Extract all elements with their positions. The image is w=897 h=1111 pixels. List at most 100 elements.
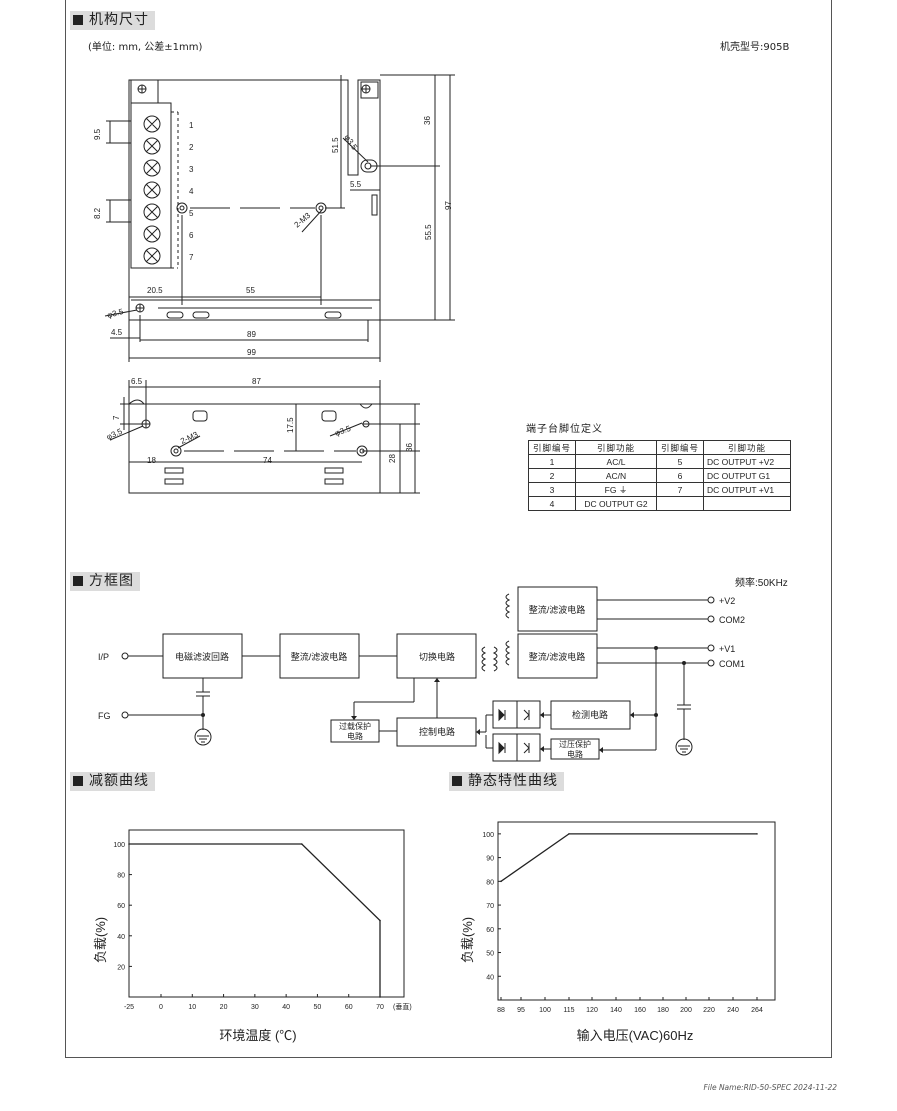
table-cell: DC OUTPUT G1: [703, 468, 791, 483]
data-point: [128, 843, 130, 845]
y-tick-label: 60: [117, 903, 125, 910]
pin-number: 4: [189, 187, 194, 196]
pin-number: 3: [189, 165, 194, 174]
plot-frame: [128, 829, 405, 998]
table-cell: DC OUTPUT +V1: [703, 482, 791, 497]
x-axis-title: 输入电压(VAC)60Hz: [577, 1028, 694, 1043]
table-cell: 5: [656, 454, 704, 469]
plot-frame: [497, 821, 776, 1001]
data-point: [379, 996, 381, 998]
data-line: [500, 833, 757, 882]
x-tick-label: 40: [282, 1004, 290, 1011]
section-title-static: 静态特性曲线: [449, 772, 564, 791]
section-title-derating: 减额曲线: [70, 772, 155, 791]
y-tick-label: 90: [486, 856, 494, 863]
dim-label: 36: [405, 443, 414, 452]
dim-label: 6.5: [131, 377, 143, 386]
dim-label: 5.5: [350, 180, 362, 189]
dim-label: 97: [444, 201, 453, 210]
x-tick-label: 10: [188, 1004, 196, 1011]
data-point: [756, 833, 758, 835]
data-point: [500, 880, 502, 883]
x-tick-label: 264: [751, 1007, 763, 1014]
table-cell: 1: [528, 454, 576, 469]
x-tick-label: 0: [159, 1004, 163, 1011]
dim-label: 9.5: [93, 128, 102, 140]
y-axis-title: 负载(%): [460, 917, 475, 963]
table-header: 引脚功能: [575, 440, 657, 455]
data-line: [129, 843, 381, 997]
detect-block-label: 检测电路: [572, 709, 608, 720]
fg-label: FG: [98, 711, 111, 721]
y-tick-label: 70: [486, 903, 494, 910]
x-tick-label: 160: [634, 1007, 646, 1014]
x-tick-label: 140: [610, 1007, 622, 1014]
pin-number: 7: [189, 253, 194, 262]
pin-table-caption: 端子台脚位定义: [526, 424, 603, 435]
section-title-block-diagram: 方框图: [70, 572, 140, 591]
rect-block-label: 整流/滤波电路: [529, 651, 586, 662]
x-tick-label: 30: [251, 1004, 259, 1011]
page-frame: [65, 0, 832, 1058]
table-cell: DC OUTPUT G2: [575, 496, 657, 511]
data-point: [300, 843, 303, 845]
output-label: COM2: [719, 615, 745, 625]
x-tick-label: 220: [703, 1007, 715, 1014]
dim-label: 2-M3: [179, 430, 200, 446]
dim-label: 87: [252, 377, 261, 386]
table-header-row: 引脚编号 引脚功能 引脚编号 引脚功能: [528, 440, 791, 455]
data-point: [379, 919, 381, 922]
table-cell: [656, 496, 704, 511]
y-tick-label: 80: [486, 879, 494, 886]
table-row: 4 DC OUTPUT G2: [528, 496, 791, 511]
ocp-block-label: 过载保护: [339, 721, 371, 731]
x-tick-label: 200: [680, 1007, 692, 1014]
dim-label: 55: [246, 286, 255, 295]
rect-block-label: 整流/滤波电路: [291, 651, 348, 662]
x-tick-label: 240: [727, 1007, 739, 1014]
y-tick-label: 50: [486, 951, 494, 958]
x-unit-note: (垂直): [393, 1002, 412, 1011]
y-tick-label: 40: [117, 934, 125, 941]
dim-label: 28: [388, 454, 397, 463]
dim-label: 89: [247, 330, 256, 339]
dim-label: 51.5: [331, 137, 340, 153]
x-tick-label: 50: [314, 1004, 322, 1011]
dim-label: 99: [247, 348, 256, 357]
x-tick-label: 95: [517, 1007, 525, 1014]
dim-label: φ3.5: [106, 307, 125, 320]
x-tick-label: -25: [124, 1004, 134, 1011]
dim-label: 2-M3: [293, 211, 313, 230]
dim-label: φ3.5: [334, 424, 353, 438]
dim-label: 18: [147, 456, 156, 465]
x-tick-label: 120: [586, 1007, 598, 1014]
footer-filename: File Name:RID-50-SPEC 2024-11-22: [703, 1083, 837, 1092]
x-tick-label: 100: [539, 1007, 551, 1014]
table-cell: DC OUTPUT +V2: [703, 454, 791, 469]
x-tick-label: 20: [220, 1004, 228, 1011]
table-row: 3 FG ⏚ 7 DC OUTPUT +V1: [528, 482, 791, 497]
freq-label: 频率:50KHz: [735, 576, 788, 589]
data-point: [568, 833, 570, 835]
y-tick-label: 80: [117, 873, 125, 880]
dim-label: 17.5: [286, 417, 295, 433]
unit-note: (单位: mm, 公差±1mm): [88, 42, 203, 53]
switch-block-label: 切换电路: [419, 651, 455, 662]
dim-label: 8.2: [93, 207, 102, 219]
emi-block-label: 电磁滤波回路: [175, 651, 229, 662]
table-cell: 7: [656, 482, 704, 497]
x-tick-label: 180: [657, 1007, 669, 1014]
table-cell: 4: [528, 496, 576, 511]
dim-label: 36: [423, 116, 432, 125]
ovp-block-label: 电路: [567, 749, 583, 759]
table-cell: FG ⏚: [575, 482, 657, 497]
x-tick-label: 70: [376, 1004, 384, 1011]
pin-number: 1: [189, 121, 194, 130]
output-label: +V1: [719, 644, 735, 654]
pin-table: 引脚编号 引脚功能 引脚编号 引脚功能 1 AC/L 5 DC OUTPUT +…: [528, 440, 791, 511]
y-tick-label: 40: [486, 974, 494, 981]
dim-label: 7: [112, 415, 121, 420]
mechanical-drawing: 1 2 3 4 5 6 7 36 97 55.5 51.5 φ3.5 5.5 9…: [93, 74, 455, 494]
table-row: 1 AC/L 5 DC OUTPUT +V2: [528, 454, 791, 469]
